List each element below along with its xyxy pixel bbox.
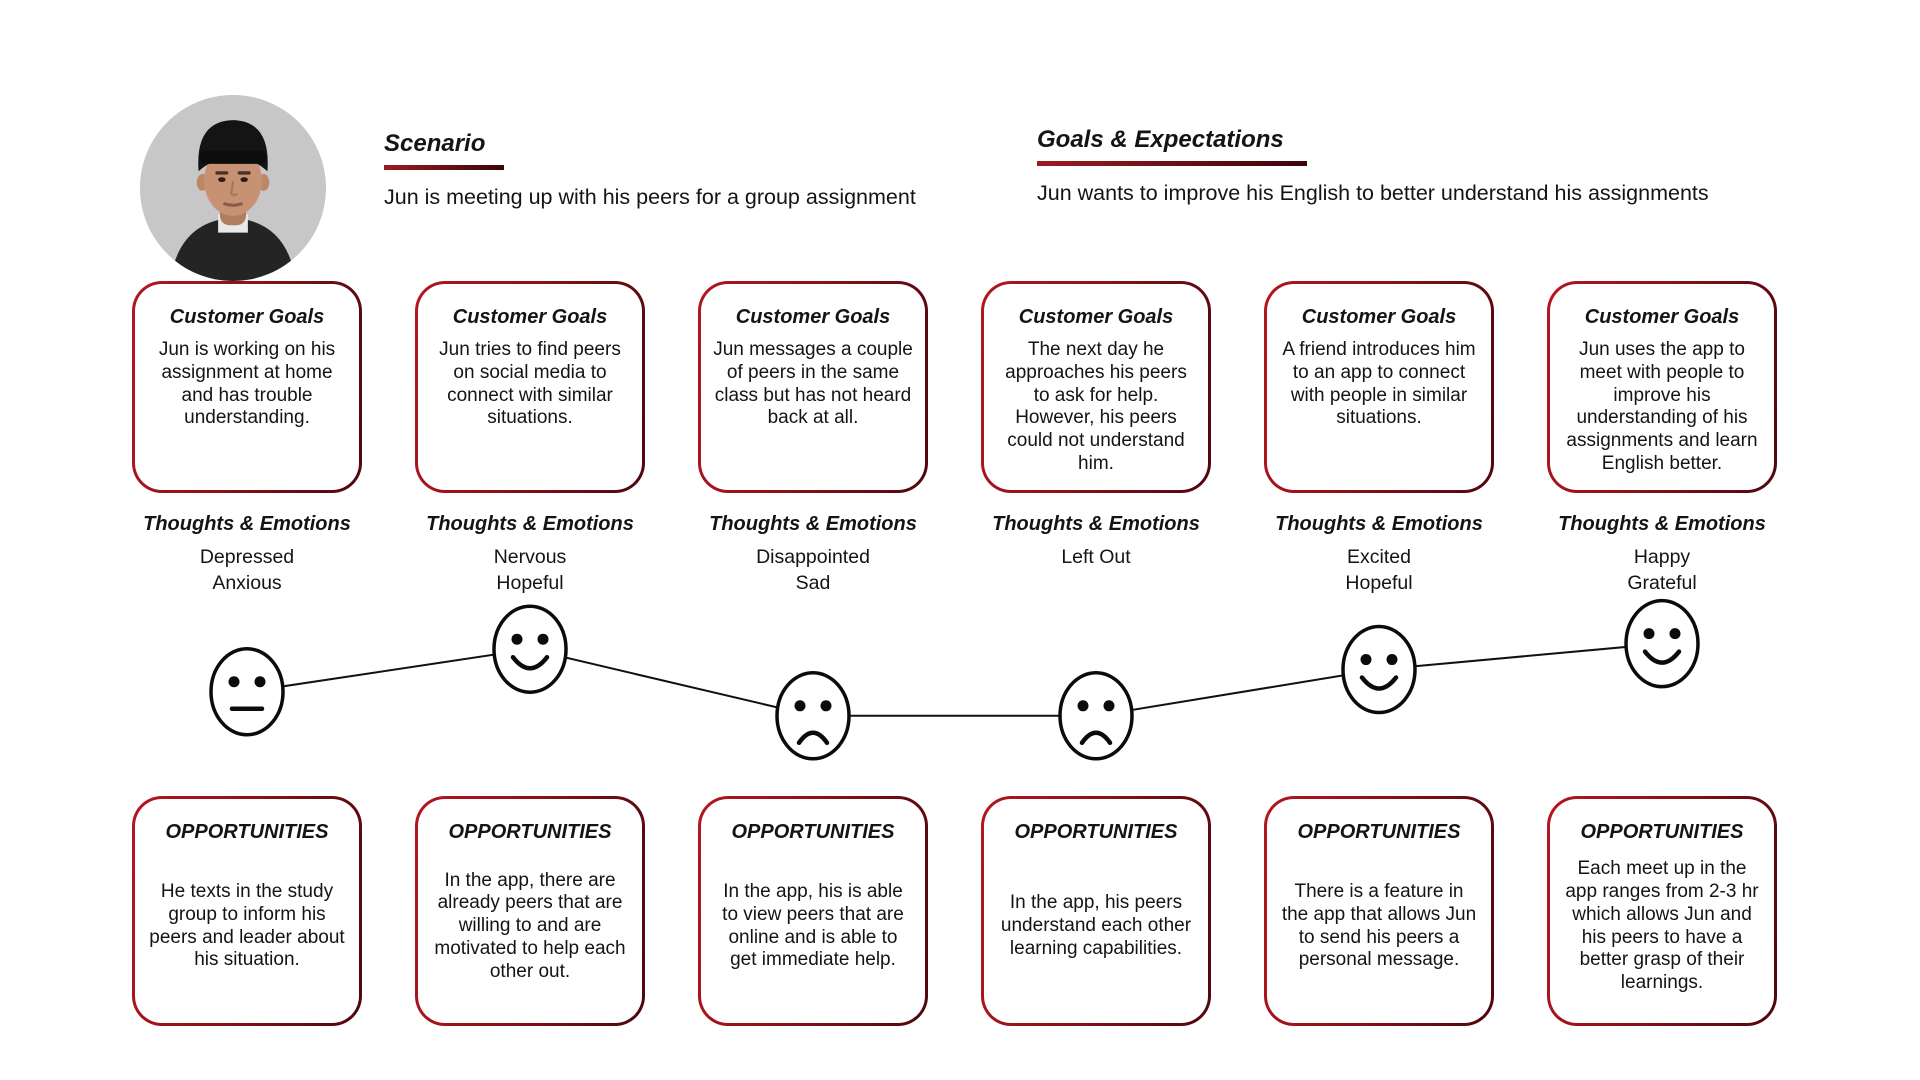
emotion-word: Anxious [212,571,282,594]
customer-goals-text: Jun uses the app to meet with people to … [1566,339,1758,474]
emotion-word: Excited [1347,546,1411,568]
opportunities-card-5: OPPORTUNITIES There is a feature in the … [1264,796,1494,1026]
opportunities-text: In the app, there are already peers that… [434,869,626,982]
scenario-underline [384,164,504,170]
emotion-word: Hopeful [1345,571,1413,594]
customer-goals-card-3: Customer Goals Jun messages a couple of … [698,281,928,493]
emotion-face-sad [775,671,851,761]
opportunities-title: OPPORTUNITIES [1580,821,1744,843]
emotion-curve-line [246,642,1663,717]
customer-goals-text: A friend introduces him to an app to con… [1282,339,1476,429]
persona-portrait-illustration [140,95,326,281]
thoughts-emotions-block-3: Thoughts & Emotions Disappointed Sad [698,512,928,597]
customer-goals-card-2: Customer Goals Jun tries to find peers o… [415,281,645,493]
emotion-word: Happy [1633,546,1691,568]
thoughts-emotions-title: Thoughts & Emotions [143,513,351,535]
opportunities-text: There is a feature in the app that allow… [1281,880,1477,971]
persona-avatar [140,95,326,281]
emotion-line-chart [209,598,1700,761]
goals-expectations-text: Jun wants to improve his English to bett… [1037,180,1709,205]
emotion-face-happy [1624,598,1700,689]
opportunities-title: OPPORTUNITIES [731,821,895,843]
opportunities-card-2: OPPORTUNITIES In the app, there are alre… [415,796,645,1026]
thoughts-emotions-block-4: Thoughts & Emotions Left Out [981,512,1211,597]
emotion-face-happy [1341,624,1417,715]
opportunities-row: OPPORTUNITIES He texts in the study grou… [132,796,1777,1026]
opportunities-title: OPPORTUNITIES [448,821,612,843]
goals-expectations-underline [1037,160,1307,166]
customer-goals-title: Customer Goals [452,306,608,328]
opportunities-text: Each meet up in the app ranges from 2-3 … [1565,858,1759,994]
emotion-word: Left Out [1061,546,1131,568]
thoughts-emotions-row: Thoughts & Emotions Depressed Anxious Th… [132,512,1777,597]
opportunities-text: In the app, his is able to view peers th… [722,880,904,971]
customer-goals-text: Jun messages a couple of peers in the sa… [713,339,913,429]
opportunities-title: OPPORTUNITIES [1297,821,1461,843]
customer-goals-card-1: Customer Goals Jun is working on his ass… [132,281,362,493]
customer-goals-text: Jun is working on his assignment at home… [158,339,336,429]
customer-goals-title: Customer Goals [735,306,891,328]
emotion-face-sad [1058,671,1134,761]
emotion-word: Grateful [1627,571,1697,594]
emotion-word: Disappointed [756,546,870,568]
thoughts-emotions-title: Thoughts & Emotions [1275,513,1483,535]
emotion-word: Nervous [493,546,567,568]
scenario-title: Scenario [384,130,486,157]
customer-goals-title: Customer Goals [1584,306,1740,328]
opportunities-card-3: OPPORTUNITIES In the app, his is able to… [698,796,928,1026]
thoughts-emotions-title: Thoughts & Emotions [709,513,917,535]
customer-goals-text: The next day he approaches his peers to … [1005,339,1187,474]
thoughts-emotions-block-2: Thoughts & Emotions Nervous Hopeful [415,512,645,597]
opportunities-card-1: OPPORTUNITIES He texts in the study grou… [132,796,362,1026]
scenario-text: Jun is meeting up with his peers for a g… [384,184,916,209]
thoughts-emotions-block-1: Thoughts & Emotions Depressed Anxious [132,512,362,597]
emotion-face-happy [492,604,568,694]
opportunities-card-6: OPPORTUNITIES Each meet up in the app ra… [1547,796,1777,1026]
customer-goals-card-5: Customer Goals A friend introduces him t… [1264,281,1494,493]
customer-goals-title: Customer Goals [169,306,325,328]
opportunities-text: He texts in the study group to inform hi… [149,880,345,971]
thoughts-emotions-title: Thoughts & Emotions [1558,513,1766,535]
customer-goals-title: Customer Goals [1018,306,1174,328]
goals-expectations-section: Goals & Expectations Jun wants to improv… [1037,126,1709,206]
customer-goals-text: Jun tries to find peers on social media … [439,339,621,429]
thoughts-emotions-title: Thoughts & Emotions [426,513,634,535]
customer-goals-card-6: Customer Goals Jun uses the app to meet … [1547,281,1777,493]
emotion-face-neutral [209,647,285,737]
emotion-word: Hopeful [496,571,564,594]
opportunities-text: In the app, his peers understand each ot… [1000,892,1192,959]
customer-goals-title: Customer Goals [1301,306,1457,328]
customer-goals-card-4: Customer Goals The next day he approache… [981,281,1211,493]
emotion-word: Depressed [199,546,295,568]
thoughts-emotions-block-5: Thoughts & Emotions Excited Hopeful [1264,512,1494,597]
thoughts-emotions-title: Thoughts & Emotions [992,513,1200,535]
opportunities-title: OPPORTUNITIES [1014,821,1178,843]
opportunities-card-4: OPPORTUNITIES In the app, his peers unde… [981,796,1211,1026]
scenario-section: Scenario Jun is meeting up with his peer… [384,130,916,210]
emotion-word: Sad [795,571,831,594]
opportunities-title: OPPORTUNITIES [165,821,329,843]
customer-goals-row: Customer Goals Jun is working on his ass… [132,281,1777,493]
goals-expectations-title: Goals & Expectations [1037,126,1284,153]
thoughts-emotions-block-6: Thoughts & Emotions Happy Grateful [1547,512,1777,597]
